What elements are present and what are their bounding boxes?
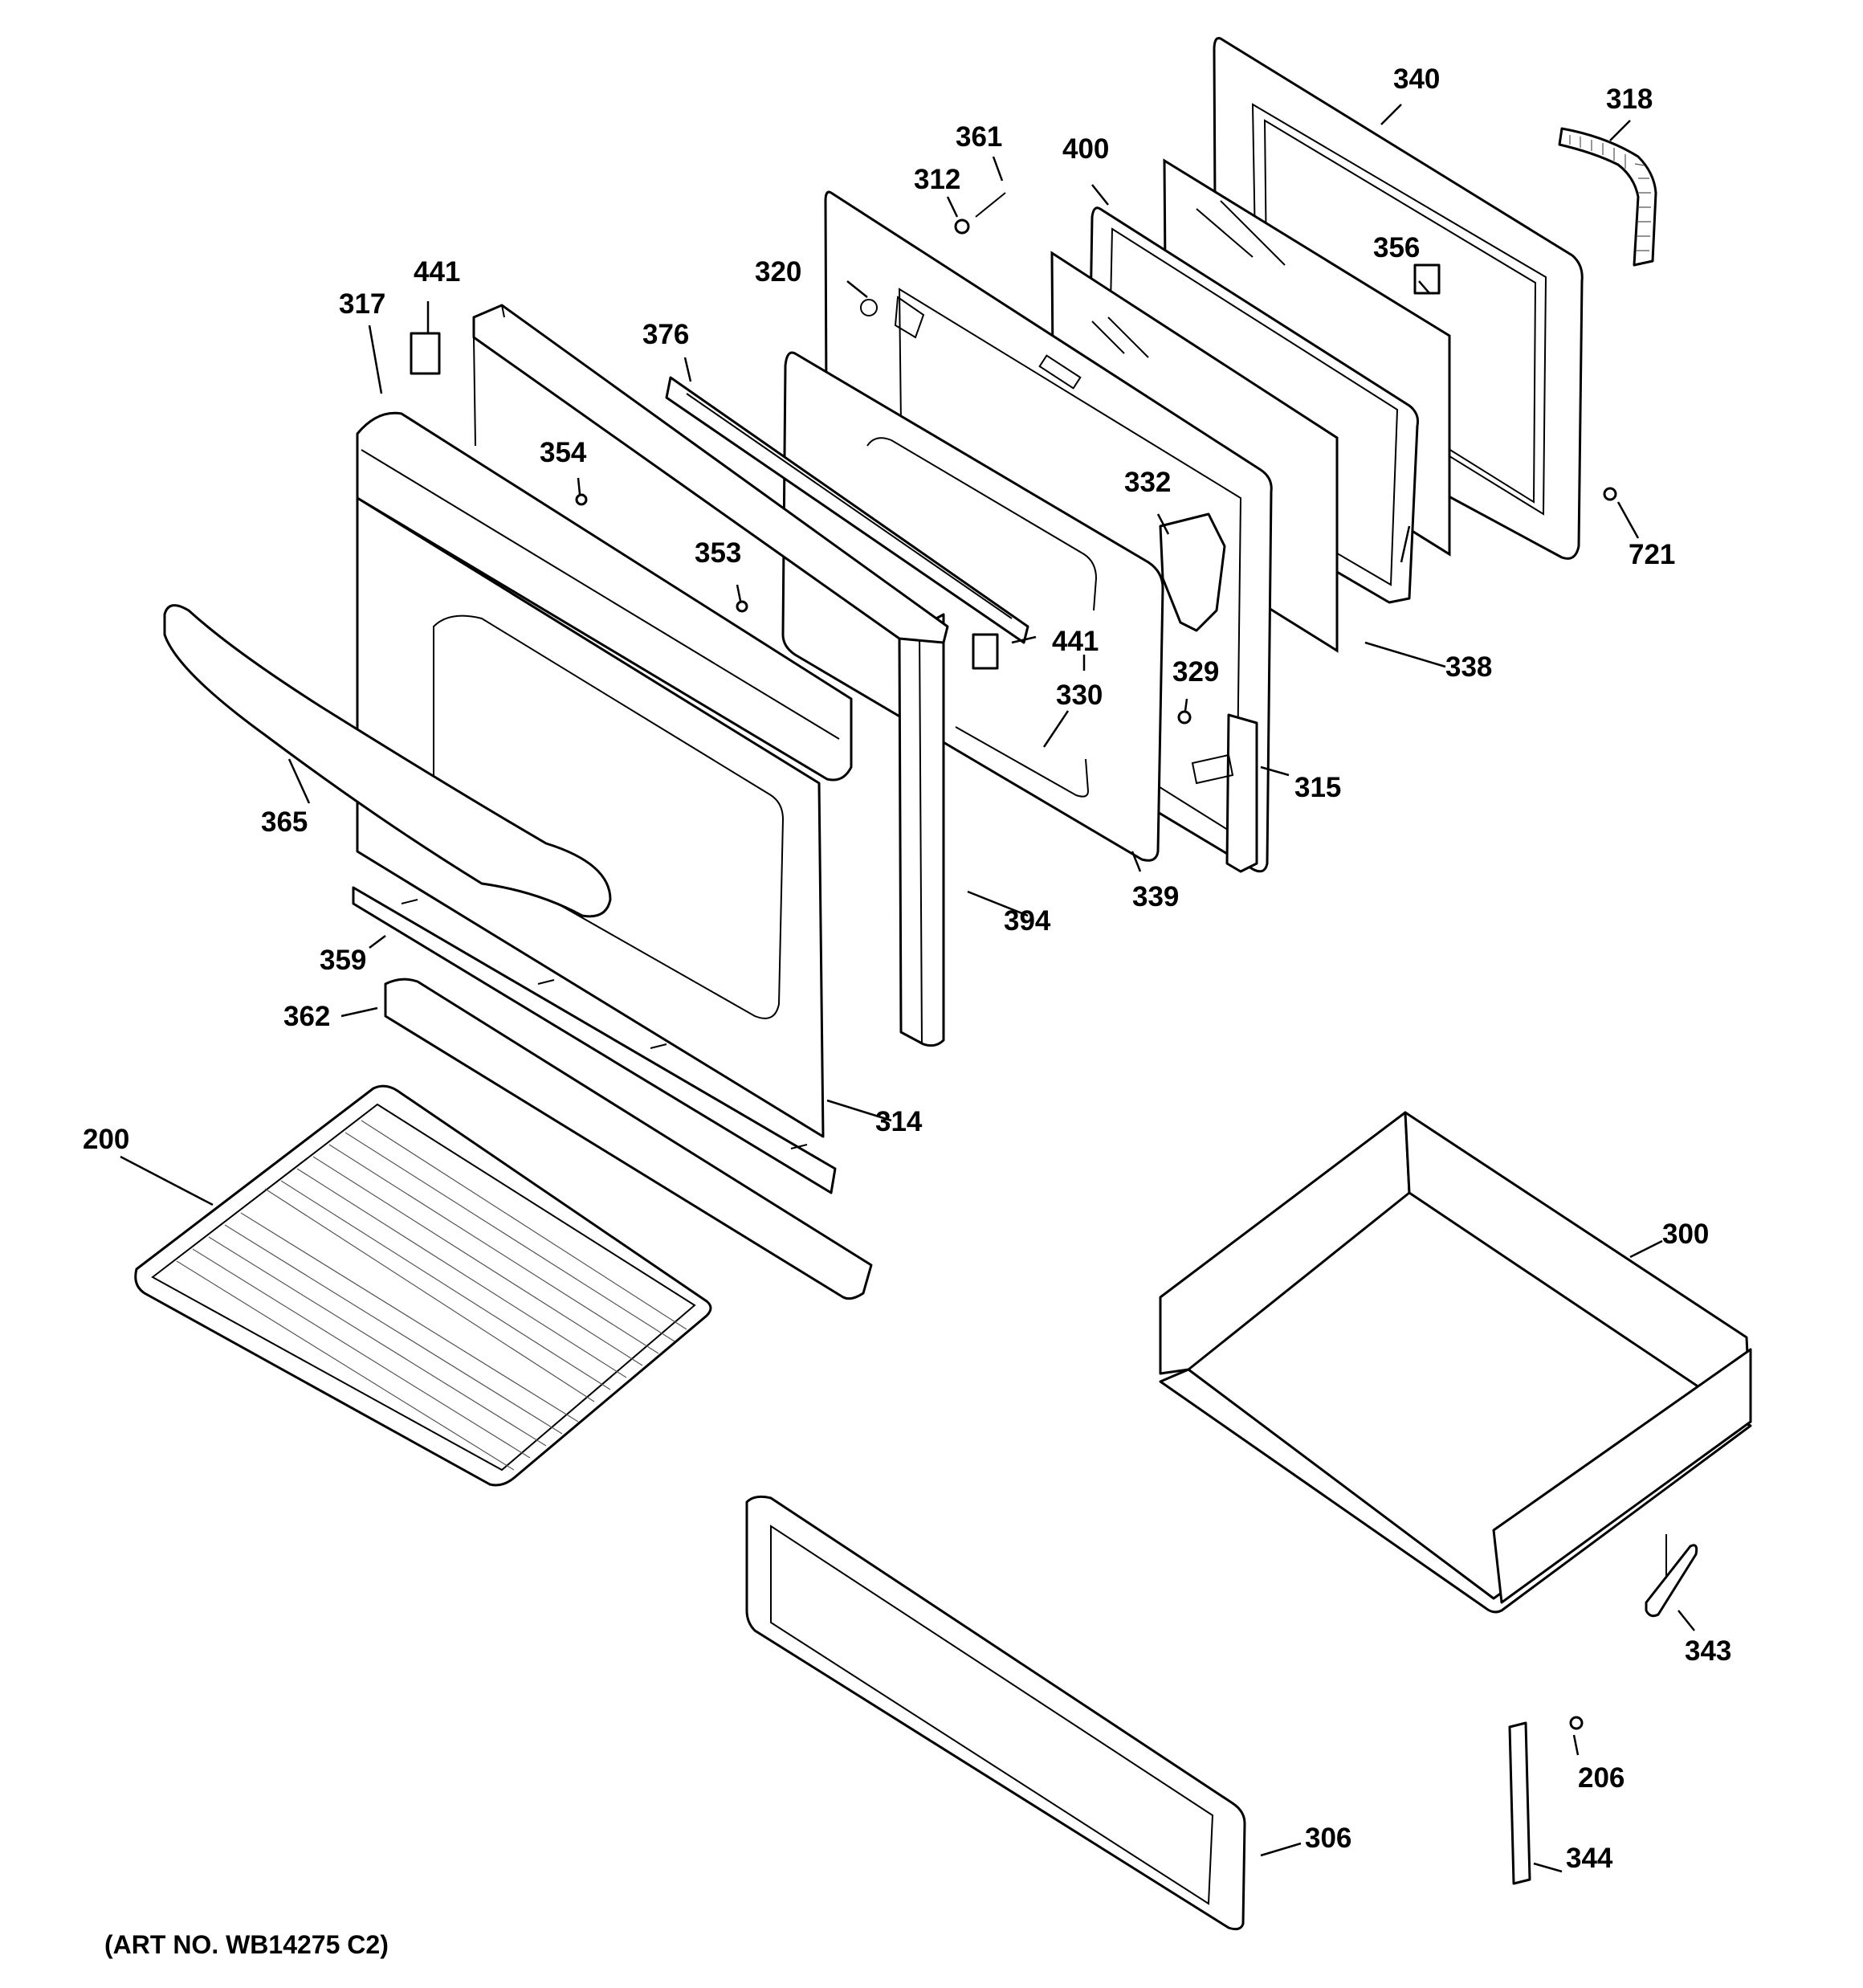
label-330: 330	[1056, 680, 1103, 711]
part-343-glide	[1645, 1534, 1698, 1618]
label-318: 318	[1606, 84, 1653, 115]
part-353-screw	[736, 600, 748, 613]
part-312-washer	[954, 218, 970, 235]
label-300: 300	[1662, 1219, 1709, 1250]
label-329: 329	[1172, 656, 1219, 688]
part-door-frame	[472, 304, 949, 644]
label-306: 306	[1305, 1823, 1351, 1854]
part-344-bracket	[1508, 1721, 1531, 1885]
label-365: 365	[261, 806, 308, 838]
label-376: 376	[642, 319, 689, 350]
label-312: 312	[914, 164, 960, 195]
small-hardware	[410, 192, 1617, 1730]
part-labels: 340 318 361 312 400 356 320 376 441 317 …	[83, 63, 1731, 1874]
label-320: 320	[755, 256, 801, 288]
label-315: 315	[1294, 772, 1341, 803]
label-343: 343	[1685, 1635, 1731, 1667]
part-332-insulation	[1159, 512, 1226, 632]
part-356-clip	[1413, 263, 1441, 295]
label-359: 359	[320, 945, 366, 976]
label-356: 356	[1373, 232, 1420, 263]
label-339: 339	[1132, 881, 1179, 912]
label-344: 344	[1566, 1843, 1613, 1874]
label-317: 317	[339, 288, 385, 320]
part-441b-bracket	[972, 633, 999, 670]
part-376-trim-bar	[665, 376, 1029, 644]
part-206-screw	[1569, 1716, 1584, 1730]
part-354-screw	[575, 493, 588, 506]
label-338: 338	[1445, 651, 1492, 683]
label-400: 400	[1062, 133, 1109, 165]
label-354: 354	[540, 437, 587, 468]
label-362: 362	[283, 1001, 330, 1032]
label-441b: 441	[1052, 626, 1099, 657]
label-340: 340	[1393, 63, 1440, 95]
leader-lines	[120, 104, 1695, 1873]
part-306-drawer-front	[745, 1495, 1246, 1931]
part-394-side-trim	[898, 613, 945, 1047]
label-200: 200	[83, 1124, 129, 1155]
art-number-note: (ART NO. WB14275 C2)	[104, 1930, 389, 1959]
part-361-screw	[975, 192, 1006, 218]
label-353: 353	[695, 537, 741, 569]
part-721-screw	[1603, 487, 1617, 501]
label-206: 206	[1578, 1762, 1625, 1794]
label-361: 361	[956, 121, 1002, 153]
part-365-handle	[163, 604, 612, 918]
part-300-drawer-box	[1159, 1111, 1752, 1614]
part-441a-bracket	[410, 332, 441, 375]
label-332: 332	[1124, 467, 1171, 498]
label-721: 721	[1629, 539, 1675, 570]
part-317-top-frame	[356, 411, 853, 782]
part-329-screw	[1177, 710, 1192, 725]
label-441a: 441	[414, 256, 460, 288]
part-200-oven-rack	[134, 1084, 712, 1487]
label-314: 314	[875, 1106, 923, 1137]
part-359-bottom-trim	[352, 886, 837, 1194]
part-362-kick-plate	[384, 978, 873, 1300]
label-394: 394	[1004, 905, 1051, 937]
part-315-hinge	[1191, 713, 1258, 873]
part-318-gasket	[1558, 127, 1657, 267]
